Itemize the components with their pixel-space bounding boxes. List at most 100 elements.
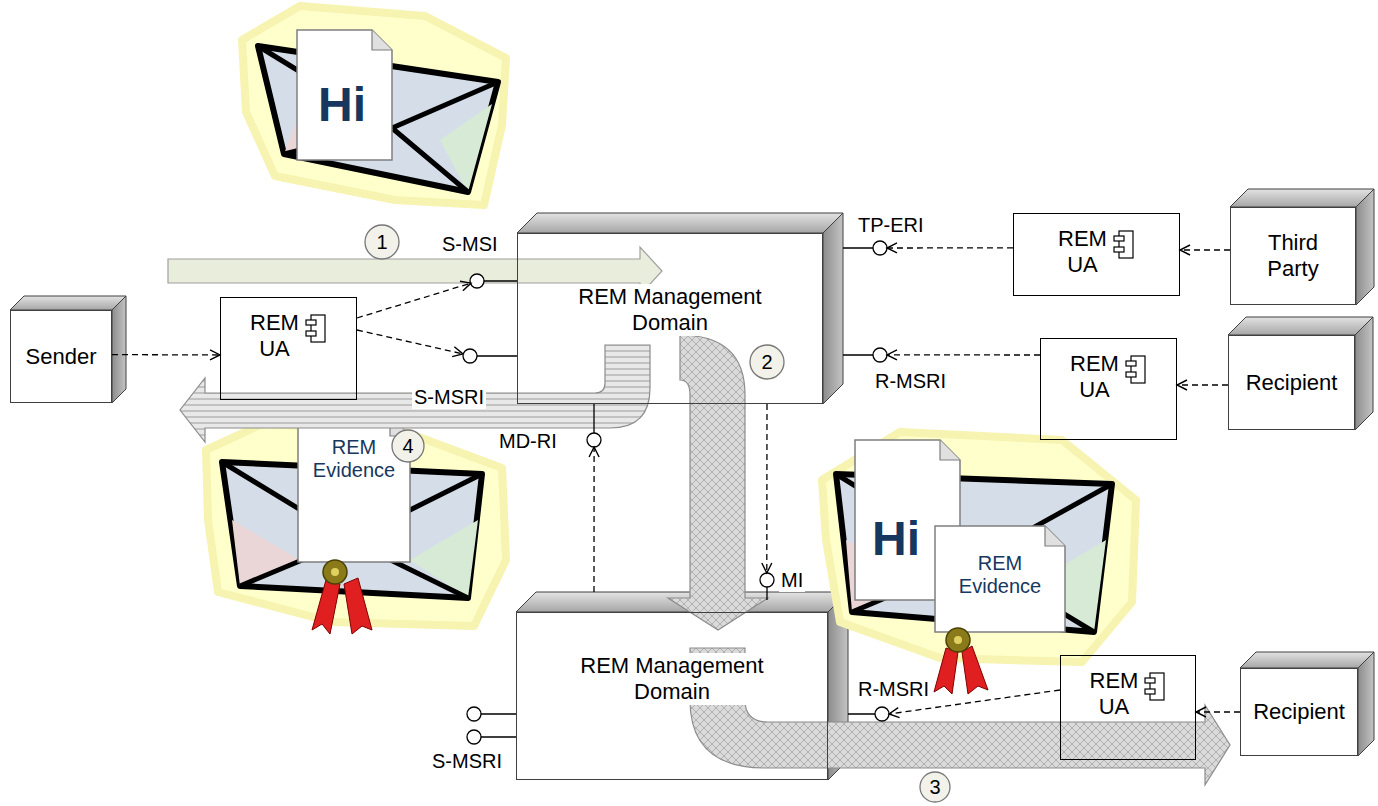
management-domain-box: REM Management Domain: [517, 233, 823, 404]
component-port: [1126, 372, 1136, 377]
interface-name: MD-RI: [497, 430, 559, 453]
dashed-connector: [357, 283, 471, 318]
management-domain-box: REM Management Domain: [516, 612, 828, 780]
callout-circle: [392, 430, 424, 462]
dashed-connector: [357, 330, 463, 354]
component-port: [1145, 689, 1155, 694]
box-front-face: [1230, 207, 1356, 305]
interface-circle: [470, 274, 484, 288]
node-content: REM UA: [1058, 226, 1135, 278]
interface-stem: [477, 248, 875, 737]
dashed-connector: [112, 354, 220, 356]
node-label: REM Management Domain: [572, 653, 772, 705]
node-content: REM UA: [250, 310, 327, 362]
box-front-face: [1240, 668, 1358, 756]
node-content: REM UA: [1090, 668, 1167, 720]
box-front-face: [220, 297, 357, 400]
interface-name: TP-ERI: [856, 214, 926, 237]
flow-arrow: [668, 335, 768, 630]
actor-box: Third Party: [1230, 207, 1356, 305]
component-body: [311, 315, 325, 342]
document: [935, 526, 1065, 632]
interface-name: S-MSRI: [430, 750, 504, 773]
box-side-face: [823, 213, 843, 404]
box-top-face: [10, 296, 126, 310]
dashed-connector: [887, 247, 1013, 248]
interface-circle: [467, 707, 481, 721]
component-port: [306, 320, 316, 325]
user-agent-box: REM UA: [1060, 655, 1196, 760]
interface-name: S-MSRI: [412, 386, 486, 409]
seal: [323, 560, 347, 584]
box-side-face: [1355, 317, 1373, 430]
callout-circles: [365, 225, 950, 802]
text-column: Recipient: [1253, 699, 1345, 725]
component-icon: [1113, 230, 1135, 260]
text-column: REM UA: [1058, 226, 1107, 278]
text-column: REM UA: [1090, 668, 1139, 720]
box-front-face: [1228, 335, 1355, 430]
box-side-face: [112, 296, 126, 403]
component-port: [1126, 361, 1136, 366]
document-fold: [940, 440, 960, 460]
node-content: REM Management Domain: [572, 653, 772, 705]
text-column: Recipient: [1246, 370, 1338, 396]
box-front-face: [1040, 338, 1177, 440]
glow: [242, 6, 506, 205]
actor-box: Sender: [10, 310, 112, 403]
box-top-face: [1230, 189, 1374, 207]
text-column: REM Management Domain: [570, 284, 770, 336]
node-label: REM UA: [250, 310, 299, 362]
interface-circle: [760, 573, 774, 587]
dashed-connector: [1196, 711, 1240, 712]
component-icon: [1125, 355, 1147, 385]
seal-ribbon: [934, 648, 958, 694]
node-label: Recipient: [1246, 370, 1338, 396]
document-text: Hi: [872, 512, 920, 566]
seal-ribbon: [962, 646, 988, 694]
node-content: Recipient: [1246, 370, 1338, 396]
node-label: Third Party: [1267, 230, 1318, 282]
seal-ribbon: [344, 578, 372, 634]
box-side-face: [1358, 652, 1374, 756]
seal: [946, 628, 970, 652]
interface-circle: [467, 730, 481, 744]
interface-circle: [463, 349, 477, 363]
callout-number: 3: [929, 776, 940, 799]
node-label: Sender: [26, 344, 97, 370]
component-body: [1119, 231, 1133, 258]
box-front-face: [10, 310, 112, 403]
box-top-face: [1228, 317, 1373, 335]
node-label: REM UA: [1090, 668, 1139, 720]
interface-name: S-MSI: [440, 233, 500, 256]
callout-circle: [365, 225, 399, 259]
actor-box: Recipient: [1240, 668, 1358, 756]
box-top-face: [517, 213, 843, 233]
document-fold: [372, 30, 392, 50]
text-column: REM Management Domain: [572, 653, 772, 705]
component-body: [1150, 673, 1164, 700]
node-label: REM UA: [1070, 351, 1119, 403]
dashed-connector: [1180, 249, 1230, 250]
seal-center: [954, 636, 962, 644]
interface-circle: [587, 433, 601, 447]
component-port: [1114, 247, 1124, 252]
node-content: REM Management Domain: [570, 284, 770, 336]
callout-circle: [920, 772, 950, 802]
interface-circle: [873, 241, 887, 255]
callout-number: 4: [402, 435, 413, 458]
node-label: REM Management Domain: [570, 284, 770, 336]
document-text: Hi: [318, 78, 366, 132]
node-content: Recipient: [1253, 699, 1345, 725]
evidence-text: REM Evidence: [940, 552, 1060, 598]
callout-number: 2: [761, 351, 772, 374]
component-port: [1145, 678, 1155, 683]
component-icon: [1144, 672, 1166, 702]
user-agent-box: REM UA: [220, 297, 357, 400]
dashed-connector: [1177, 384, 1228, 385]
interface-circle: [875, 707, 889, 721]
node-label: REM UA: [1058, 226, 1107, 278]
dashed-connector: [593, 447, 594, 592]
node-label: Recipient: [1253, 699, 1345, 725]
actor-box: Recipient: [1228, 335, 1355, 430]
